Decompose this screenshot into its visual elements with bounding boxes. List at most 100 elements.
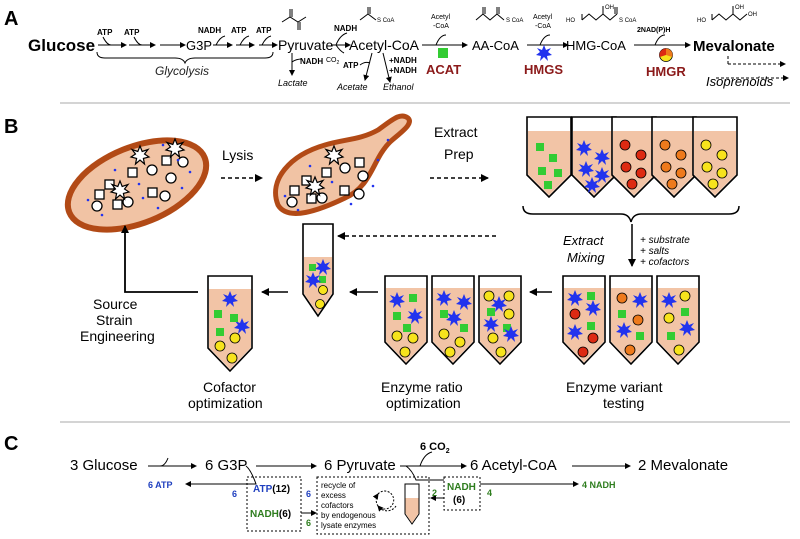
atp-label-3: ATP — [231, 26, 247, 35]
enzyme-ratio-tubes — [384, 275, 522, 366]
hmgr-label: HMGR — [646, 64, 686, 79]
ratio-tube-1 — [384, 275, 428, 366]
nadh-label-a3: NADH — [334, 24, 357, 33]
nadh-label-a1: NADH — [198, 26, 221, 35]
atp-label-1: ATP — [97, 28, 113, 37]
tube-hmgr-red-extract — [611, 116, 657, 198]
c-pyruvate: 6 Pyruvate — [324, 457, 396, 474]
source-label-3: Engineering — [80, 328, 155, 344]
substrate-label: + substrate — [640, 235, 690, 246]
panel-c: C 3 Glucose 6 G3P 6 Pyruvate 6 CO2 6 Ace… — [4, 433, 728, 535]
recycle-icon — [372, 490, 397, 512]
hmgs-blue-star — [536, 45, 552, 61]
enzyme-ratio-label-1: Enzyme ratio — [381, 379, 463, 395]
panel-b: B — [4, 113, 740, 411]
c-six-c: 6 — [306, 518, 311, 528]
glycolysis-brace — [96, 51, 274, 65]
glycolysis-arrows — [98, 35, 278, 48]
acat-cofactor-arc — [435, 34, 447, 46]
co2-label-a: CO2 — [326, 57, 340, 66]
hmgcoa-ho: HO — [566, 18, 575, 24]
salts-label: + salts — [640, 246, 669, 257]
c-recycle-2: excess — [321, 491, 346, 500]
c-nadh4: 4 NADH — [582, 480, 616, 490]
source-label-1: Source — [93, 296, 138, 312]
c-recycle-box — [316, 476, 430, 535]
coa-top-1: -CoA — [433, 23, 449, 30]
c-co2-arc — [419, 451, 433, 467]
enzyme-variant-tubes — [562, 275, 700, 366]
mevalonate-structure — [711, 6, 748, 21]
tube-acat-extract — [526, 116, 572, 198]
prep-label: Prep — [444, 146, 474, 162]
c-recycle-1: recycle of — [321, 481, 356, 490]
c-nadh6-right: NADH — [447, 482, 476, 493]
panel-a-label: A — [4, 8, 18, 30]
c-two: 2 — [432, 488, 437, 498]
cofactor-optimization-label-1: Cofactor — [203, 379, 256, 395]
c-recycle-3: cofactors — [321, 501, 353, 510]
tube-hmgr-yellow-extract — [692, 116, 738, 198]
enzyme-variant-label-1: Enzyme variant — [566, 379, 663, 395]
isoprenoid-arrows — [716, 56, 789, 81]
c-nadh6-right-n: (6) — [453, 495, 465, 506]
variant-tube-yellow — [656, 275, 700, 366]
aacoa-structure — [475, 7, 505, 21]
acetylcoa-structure — [359, 7, 377, 21]
c-six-b: 6 — [306, 489, 311, 499]
c-glucose: 3 Glucose — [70, 457, 138, 474]
c-nadh6-box: NADH(6) — [250, 509, 291, 520]
hmgr-cofactor-arc — [654, 34, 666, 46]
c-cofactor-box — [246, 476, 302, 532]
hmgcoa-oh: OH — [605, 5, 614, 11]
c-co2: 6 CO2 — [420, 441, 450, 455]
nadph-label: 2NAD(P)H — [637, 27, 670, 34]
c-mevalonate: 2 Mevalonate — [638, 457, 728, 474]
hmgcoa-structure — [581, 6, 618, 21]
c-atp12: ATP(12) — [253, 484, 290, 495]
panel-a: A Glucose ATP ATP G3P NADH ATP ATP Glyco… — [4, 5, 789, 92]
glucose-label: Glucose — [28, 36, 95, 55]
hmgcoa-s-coa: S CoA — [619, 18, 636, 24]
g3p-label: G3P — [186, 38, 212, 53]
variant-tube-orange — [609, 275, 653, 366]
mevalonate-label: Mevalonate — [693, 38, 775, 55]
atp-label-5: ATP — [343, 61, 359, 70]
source-label-2: Strain — [96, 312, 133, 328]
c-atp6: 6 ATP — [148, 480, 173, 490]
acetate-label: Acetate — [336, 82, 368, 92]
cofactor-optimization-tube — [207, 275, 253, 373]
c-acetylcoa: 6 Acetyl-CoA — [470, 457, 557, 474]
acetylcoa-s-coa: S CoA — [377, 18, 394, 24]
extract-mixing-label-1: Extract — [563, 233, 605, 248]
selected-mix-tube — [302, 223, 334, 318]
acetyl-top-2: Acetyl — [533, 14, 553, 21]
pyruvate-structure — [281, 9, 307, 30]
hmgs-label: HMGS — [524, 62, 563, 77]
aacoa-label: AA-CoA — [472, 38, 519, 53]
panel-b-label: B — [4, 116, 18, 138]
c-four: 4 — [487, 488, 492, 498]
tube-hmgr-orange-extract — [651, 116, 697, 198]
ratio-tube-2 — [431, 275, 475, 366]
glycolysis-label: Glycolysis — [155, 64, 209, 78]
ethanol-label: Ethanol — [383, 82, 415, 92]
hmgcoa-label: HMG-CoA — [566, 38, 626, 53]
nadh-label-a2: NADH — [300, 57, 323, 66]
hmgr-pie-marker — [659, 48, 673, 62]
plus-nadh-1: +NADH — [389, 56, 417, 65]
variant-tube-red — [562, 275, 606, 366]
atp-label-2: ATP — [124, 28, 140, 37]
lysis-label: Lysis — [222, 147, 253, 163]
hmgs-cofactor-arc — [539, 34, 551, 46]
acat-label: ACAT — [426, 62, 461, 77]
acetate-ethanol-branch — [359, 52, 392, 83]
panel-c-label: C — [4, 433, 18, 455]
c-recycle-5: lysate enzymes — [321, 521, 376, 530]
lysed-cell — [273, 113, 412, 216]
c-atp-flow — [159, 457, 257, 487]
enzyme-variant-label-2: testing — [603, 395, 644, 411]
pyruvate-label: Pyruvate — [278, 37, 333, 53]
coa-top-2: -CoA — [535, 23, 551, 30]
acetyl-top-1: Acetyl — [431, 14, 451, 21]
